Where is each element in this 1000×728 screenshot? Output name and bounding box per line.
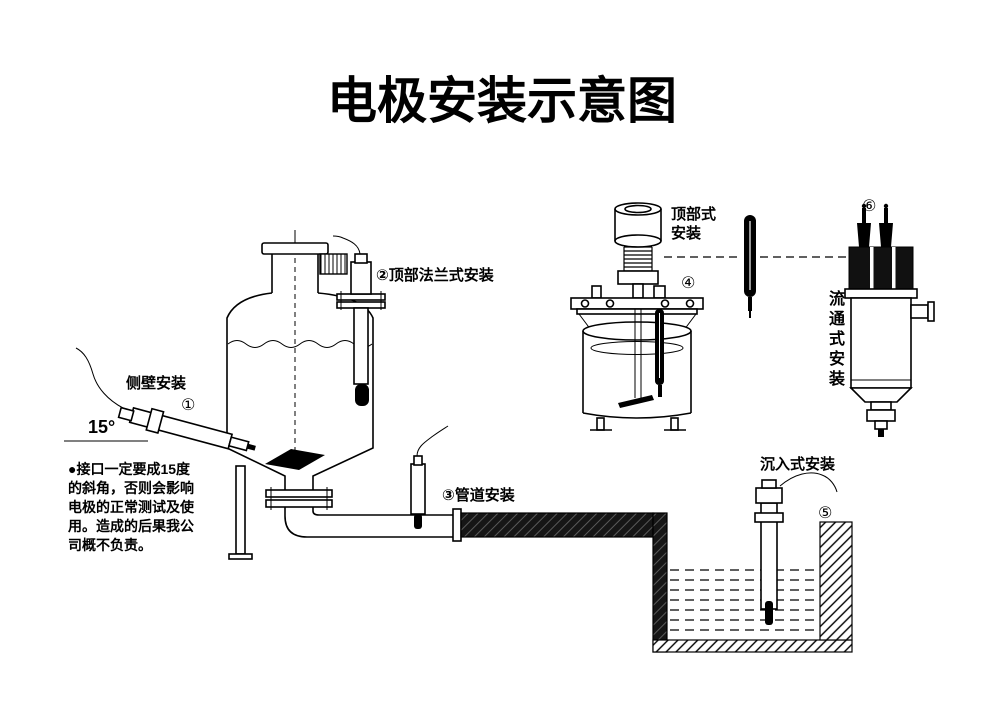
warning-line: 电极的正常测试及使 <box>68 499 195 515</box>
tank-top-cap <box>261 242 329 255</box>
flow-through-cell <box>844 203 935 437</box>
electrode-tip <box>414 514 422 529</box>
electrode-tube <box>353 307 369 385</box>
immersion-collar <box>754 512 784 523</box>
immersion-cable <box>779 472 838 493</box>
immersion-number: ⑤ <box>818 503 832 522</box>
svg-text:安: 安 <box>829 349 845 368</box>
immersion-label: 沉入式安装 <box>760 455 836 473</box>
tank-leg <box>235 465 246 555</box>
electrode-tip <box>765 601 773 625</box>
svg-text:通: 通 <box>829 310 845 328</box>
neck-coupler <box>319 253 348 275</box>
side-wall-electrode <box>64 347 256 452</box>
vessel-stirrer-blade <box>618 395 654 408</box>
spare-electrode-probe <box>744 215 756 318</box>
mount-plate <box>570 297 704 310</box>
pipeline-text: 管道安装 <box>455 486 516 504</box>
top-mount-number: ④ <box>681 273 695 292</box>
tank <box>226 230 374 560</box>
bellows <box>623 246 653 272</box>
top-mount-assembly <box>570 202 704 431</box>
pit-water <box>670 569 816 631</box>
pipe-end-flange <box>452 508 462 542</box>
pipeline-label: ③管道安装 <box>442 486 516 504</box>
side-port <box>910 304 929 319</box>
top-mount-label-line1: 顶部式 <box>671 205 716 223</box>
tank-foot <box>228 553 253 560</box>
flow-through-number: ⑥ <box>862 196 876 215</box>
warning-note: ●接口一定要成15度 的斜角，否则会影响 电极的正常测试及使 用。造成的后果我公… <box>68 461 195 553</box>
svg-text:装: 装 <box>828 369 845 388</box>
svg-text:式: 式 <box>829 329 845 348</box>
pit-left-wall <box>652 512 668 653</box>
electrode-tip <box>355 384 369 406</box>
page-title: 电极安装示意图 <box>327 73 677 129</box>
top-flange-text: 顶部法兰式安装 <box>389 266 495 284</box>
pipeline-number: ③ <box>442 487 455 504</box>
cell-body <box>850 297 912 389</box>
warning-line: 用。造成的后果我公 <box>68 518 194 534</box>
channel-bar <box>460 512 654 538</box>
flow-through-vertical-label: 流 通 式 安 装 <box>828 289 845 388</box>
warning-line: ●接口一定要成15度 <box>68 461 191 477</box>
side-wall-label: 侧壁安装 <box>126 374 187 392</box>
side-wall-cable <box>75 347 124 409</box>
top-flange-number: ② <box>376 267 389 284</box>
top-flange-electrode <box>332 235 386 406</box>
drain-valve <box>866 409 896 422</box>
warning-line: 的斜角，否则会影响 <box>68 480 194 496</box>
pit-floor <box>652 639 853 653</box>
cell-head <box>848 246 914 290</box>
top-mount-label-line2: 安装 <box>671 224 702 242</box>
pipeline-electrode <box>410 425 449 529</box>
side-wall-number: ① <box>181 395 195 414</box>
immersion-electrode <box>754 472 838 625</box>
top-flange-cable <box>332 235 361 255</box>
outlet-pipe <box>284 507 462 542</box>
angle-label: 15° <box>88 417 115 437</box>
pit-right-wall <box>819 521 853 641</box>
vessel-rim <box>582 321 692 341</box>
svg-text:流: 流 <box>829 289 845 308</box>
warning-line: 司概不负责。 <box>68 537 152 553</box>
bottom-flange-upper <box>265 489 333 498</box>
cable-connector <box>857 223 871 247</box>
bottom-flange-lower <box>265 499 333 508</box>
cable-connector <box>879 223 893 247</box>
pipeline-cable <box>416 425 449 457</box>
channel-and-pit <box>460 512 853 653</box>
stirrer-blade <box>265 449 325 470</box>
liquid-level-wave <box>227 340 373 348</box>
top-flange-label: ②顶部法兰式安装 <box>376 266 495 284</box>
